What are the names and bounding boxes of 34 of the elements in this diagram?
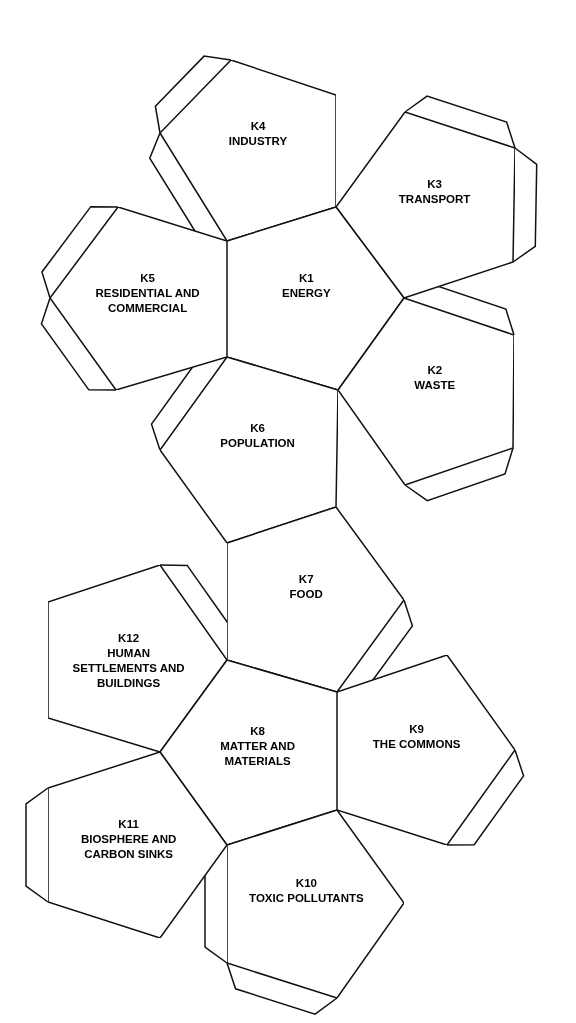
face-label: POPULATION [220, 436, 295, 452]
pentagon-panel [227, 507, 404, 692]
pentagon-panel [50, 207, 227, 390]
face-code: K8 [250, 723, 265, 739]
face-label: INDUSTRY [228, 134, 288, 150]
face-label: TRANSPORT [398, 192, 471, 208]
face-label: TOXIC POLLUTANTS [249, 890, 364, 906]
face-label: FOOD [289, 587, 323, 603]
face-label: RESIDENTIAL AND COMMERCIAL [94, 285, 201, 316]
face-code: K12 [118, 631, 140, 647]
face-code: K6 [250, 421, 265, 437]
face-label: HUMAN SETTLEMENTS AND BUILDINGS [71, 646, 186, 692]
pentagon-panel [227, 810, 404, 998]
face-label: WASTE [414, 378, 456, 394]
face-code: K9 [409, 722, 424, 738]
face-label: BIOSPHERE AND CARBON SINKS [79, 832, 178, 862]
pentagon-panel [160, 60, 336, 241]
pentagon-panel [227, 207, 404, 390]
face-code: K7 [298, 572, 314, 588]
pentagon-panel [160, 357, 338, 543]
face-code: K3 [427, 177, 442, 193]
face-code: K5 [140, 270, 155, 286]
pentagon-panel [338, 298, 514, 485]
face-code: K10 [295, 875, 317, 891]
face-label: THE COMMONS [372, 737, 461, 753]
face-code: K11 [118, 817, 139, 832]
face-code: K2 [427, 363, 443, 379]
face-label: MATTER AND MATERIALS [219, 738, 296, 769]
face-code: K1 [299, 270, 314, 286]
pentagon-panel [337, 655, 515, 845]
pentagon-panel [48, 752, 227, 938]
pentagon-panel [336, 112, 515, 298]
face-code: K4 [250, 119, 266, 135]
face-label: ENERGY [282, 285, 331, 301]
